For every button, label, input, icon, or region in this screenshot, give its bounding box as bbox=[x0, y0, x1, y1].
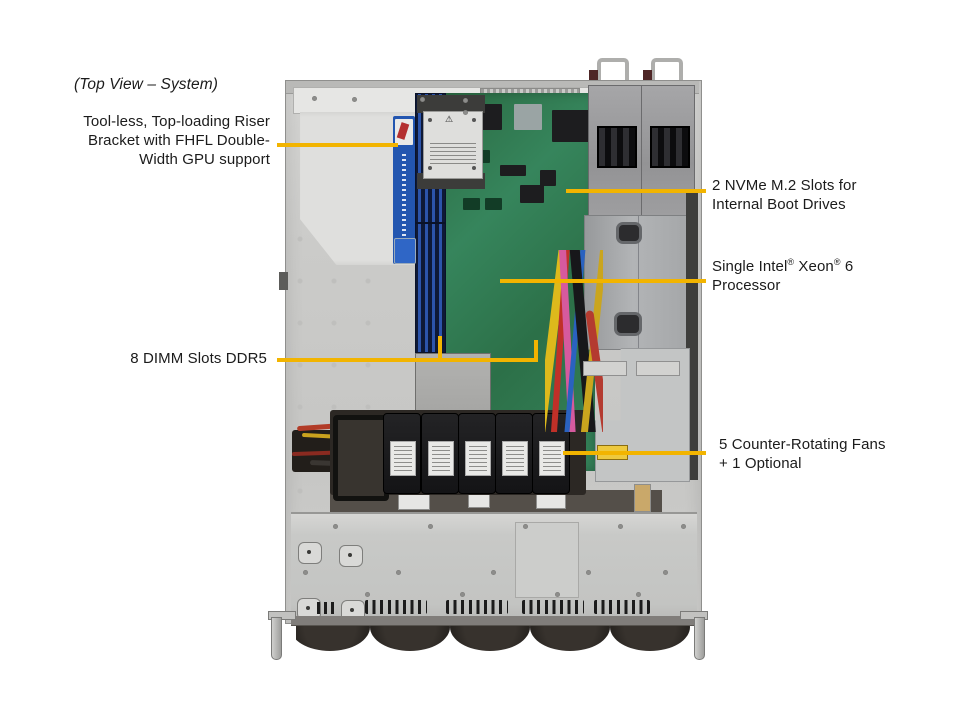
front-fan-scallops bbox=[296, 621, 690, 653]
rear-io-shield bbox=[514, 104, 542, 130]
nic-heatsink bbox=[552, 110, 594, 142]
fan-label bbox=[428, 441, 454, 476]
psu1-handle bbox=[597, 58, 629, 92]
callout-line-dimm bbox=[277, 358, 538, 362]
callout-riser-label: Tool-less, Top-loading Riser Bracket wit… bbox=[58, 112, 270, 169]
power-supply-1 bbox=[588, 85, 642, 217]
callout-xeon-line2: Processor bbox=[712, 277, 781, 294]
shroud-latch-tab bbox=[583, 361, 627, 376]
fan-4 bbox=[495, 413, 533, 494]
cpu-socket-label: ⚠ bbox=[423, 111, 483, 179]
fan-2 bbox=[421, 413, 459, 494]
fan-label bbox=[539, 441, 565, 476]
psu1-fan-vent bbox=[597, 126, 637, 168]
fan-3 bbox=[458, 413, 496, 494]
shroud-latch-tab bbox=[636, 361, 680, 376]
callout-line-dimm-left-riser bbox=[438, 336, 442, 362]
vent-slot-group bbox=[365, 600, 427, 614]
chassis-front-edge bbox=[291, 616, 697, 626]
shroud-handle-cutout bbox=[614, 312, 642, 336]
backplane-edge bbox=[330, 484, 662, 512]
callout-xeon-line1: Single Intel® Xeon® 6 bbox=[712, 257, 854, 276]
shroud-handle-cutout bbox=[616, 222, 642, 244]
callout-nvme-line1: 2 NVMe M.2 Slots for bbox=[712, 177, 857, 194]
riser-bracket-blue-label bbox=[393, 116, 416, 264]
vent-slot-group bbox=[446, 600, 508, 614]
callout-line-dimm-right-riser bbox=[534, 340, 538, 362]
edge-connector bbox=[634, 484, 651, 512]
cover-latch bbox=[298, 542, 322, 564]
power-cable-bundle bbox=[545, 250, 603, 432]
warning-triangle-icon: ⚠ bbox=[445, 114, 454, 124]
callout-riser-line3: Width GPU support bbox=[139, 151, 270, 168]
chip bbox=[500, 165, 526, 176]
fan-row bbox=[330, 410, 586, 501]
callout-fans-line1: 5 Counter-Rotating Fans bbox=[719, 436, 886, 453]
vent-slots-small bbox=[317, 602, 337, 614]
power-connector bbox=[468, 494, 490, 508]
dimm-bank-right bbox=[415, 223, 446, 353]
vent-slot-group bbox=[522, 600, 584, 614]
callout-fans-label: 5 Counter-Rotating Fans + 1 Optional bbox=[719, 435, 929, 473]
chip bbox=[520, 185, 544, 203]
front-drive-bay-cover bbox=[291, 512, 697, 622]
m2-slot bbox=[485, 198, 502, 210]
callout-nvme-line2: Internal Boot Drives bbox=[712, 196, 846, 213]
callout-xeon-label: Single Intel® Xeon® 6 Processor bbox=[712, 257, 922, 295]
riser-label-icon bbox=[394, 238, 416, 264]
fan-label bbox=[390, 441, 416, 476]
callout-line-fans bbox=[563, 451, 706, 455]
vent-slot-group bbox=[594, 600, 650, 614]
optional-fan-slot bbox=[333, 415, 389, 501]
fan-label bbox=[465, 441, 491, 476]
callout-riser-line2: Bracket with FHFL Double- bbox=[87, 132, 270, 149]
cover-latch bbox=[339, 545, 363, 567]
callout-nvme-label: 2 NVMe M.2 Slots for Internal Boot Drive… bbox=[712, 176, 912, 214]
chip bbox=[540, 170, 556, 186]
riser-label-text bbox=[402, 152, 406, 236]
callout-line-xeon bbox=[500, 279, 706, 283]
callout-line-nvme bbox=[566, 189, 706, 193]
callout-riser-line1: Tool-less, Top-loading Riser bbox=[83, 113, 270, 130]
m2-slot bbox=[463, 198, 480, 210]
callout-line-riser bbox=[277, 143, 398, 147]
cover-recess-panel bbox=[515, 522, 579, 598]
callout-fans-line2: + 1 Optional bbox=[719, 455, 802, 472]
riser-label-graphic bbox=[395, 119, 413, 145]
psu1-release-lever bbox=[589, 70, 598, 87]
diagram-title: (Top View – System) bbox=[74, 76, 219, 93]
chassis-left-tab bbox=[279, 272, 288, 290]
psu2-handle bbox=[651, 58, 683, 92]
psu2-release-lever bbox=[643, 70, 652, 87]
fan-label bbox=[502, 441, 528, 476]
fan-1 bbox=[383, 413, 421, 494]
psu2-fan-vent bbox=[650, 126, 690, 168]
callout-dimm-label: 8 DIMM Slots DDR5 bbox=[130, 350, 267, 367]
